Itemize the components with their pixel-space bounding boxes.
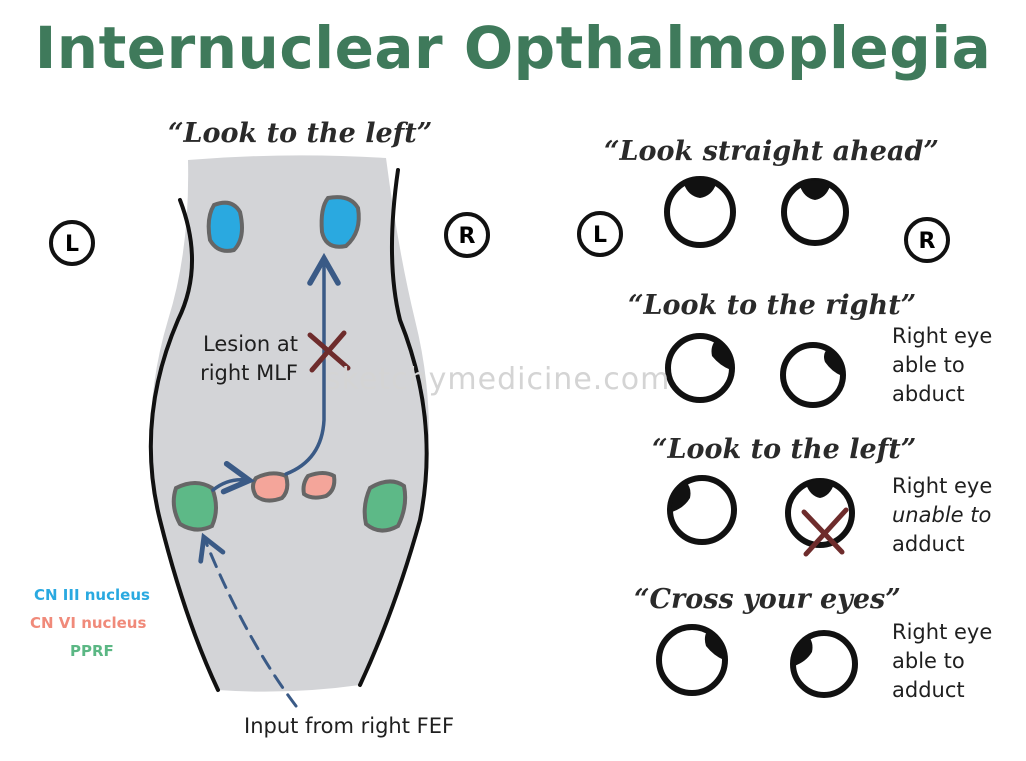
pprf-to-cn6-arrow xyxy=(211,460,256,495)
gaze-right-side-marker: R xyxy=(904,217,950,263)
eye-lookright-left xyxy=(665,333,735,403)
brainstem-left-outline xyxy=(148,198,220,692)
legend-cn3-label: CN III nucleus xyxy=(34,586,150,604)
gaze-note-left-line1: Right eye xyxy=(892,474,993,498)
gaze-note-right-line2: able to xyxy=(892,353,965,377)
gaze-note-left: Right eye unable to adduct xyxy=(892,472,992,559)
gaze-note-right-line3: abduct xyxy=(892,382,965,406)
gaze-note-cross: Right eye able to adduct xyxy=(892,618,992,705)
brainstem-shape xyxy=(150,155,429,692)
gaze-note-cross-line3: adduct xyxy=(892,678,965,702)
gaze-note-cross-line2: able to xyxy=(892,649,965,673)
cn3-nucleus-right xyxy=(319,195,361,249)
gaze-right-side-label: R xyxy=(919,229,936,254)
gaze-note-right-line1: Right eye xyxy=(892,324,993,348)
legend-cn6: CN VI nucleus xyxy=(30,614,146,632)
legend-cn6-label: CN VI nucleus xyxy=(30,614,147,632)
fef-input-dashed-arrow xyxy=(198,532,298,708)
cn6-nucleus-left xyxy=(251,471,290,503)
page-title: Internuclear Opthalmoplegia xyxy=(34,14,992,82)
watermark: sketchymedicine.com xyxy=(325,362,671,397)
legend-pprf: PPRF xyxy=(70,642,114,660)
eye-lookright-right xyxy=(780,342,846,408)
lesion-label: Lesion at right MLF xyxy=(190,330,298,388)
gaze-left-side-label: L xyxy=(593,223,607,248)
pprf-right xyxy=(362,479,408,533)
eye-straight-left xyxy=(664,176,736,248)
cn6-nucleus-right xyxy=(301,471,337,500)
cn3-nucleus-left xyxy=(206,200,244,253)
eye-lookleft-right xyxy=(785,478,855,548)
gaze-left-side-marker: L xyxy=(577,211,623,257)
eye-cross-left xyxy=(656,624,728,696)
gaze-note-right: Right eye able to abduct xyxy=(892,322,992,409)
mlf-pathway-arrow xyxy=(284,252,341,476)
lesion-label-line2: right MLF xyxy=(200,361,298,385)
gaze-note-left-line2: unable to xyxy=(892,503,992,527)
fef-input-label: Input from right FEF xyxy=(244,714,455,738)
gaze-heading-straight: “Look straight ahead” xyxy=(604,136,939,167)
gaze-heading-left: “Look to the left” xyxy=(652,434,917,465)
gaze-note-cross-line1: Right eye xyxy=(892,620,993,644)
legend-cn3: CN III nucleus xyxy=(34,586,150,604)
lesion-label-line1: Lesion at xyxy=(203,332,298,356)
gaze-note-left-line3: adduct xyxy=(892,532,965,556)
gaze-heading-cross: “Cross your eyes” xyxy=(634,584,901,615)
legend-pprf-label: PPRF xyxy=(70,642,114,660)
eye-lookleft-left xyxy=(667,475,737,545)
pprf-left xyxy=(171,481,218,532)
left-side-marker: L xyxy=(49,220,95,266)
eye-cross-right xyxy=(790,630,858,698)
brainstem-right-outline xyxy=(358,168,429,687)
eye-straight-right xyxy=(781,178,849,246)
unable-to-adduct-x-mark xyxy=(801,507,849,557)
gaze-heading-right: “Look to the right” xyxy=(628,290,917,321)
left-side-marker-label: L xyxy=(65,232,79,257)
right-side-marker: R xyxy=(444,212,490,258)
right-side-marker-label: R xyxy=(459,224,476,249)
brainstem-heading: “Look to the left” xyxy=(168,118,433,149)
lesion-x-mark xyxy=(307,330,351,373)
